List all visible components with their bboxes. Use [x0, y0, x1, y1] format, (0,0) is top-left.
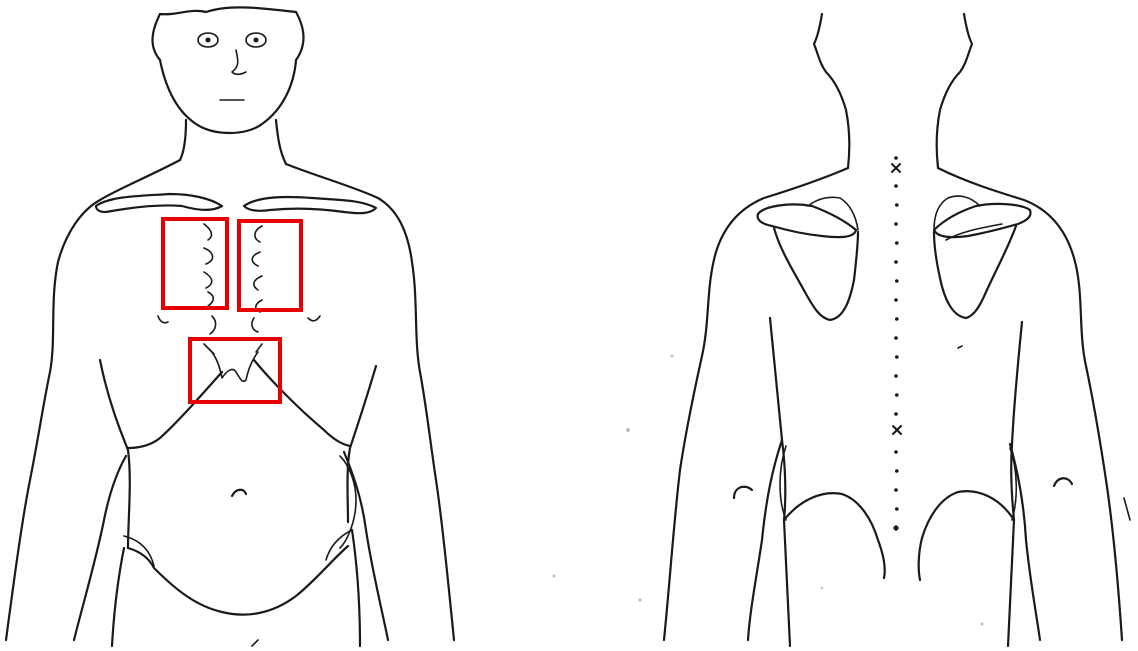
left-pupil	[206, 38, 211, 43]
spine-dot	[895, 393, 899, 397]
spine-dot	[895, 317, 899, 321]
highlight-left-parasternal	[163, 219, 227, 308]
nose	[232, 50, 246, 74]
back-neck-left	[814, 14, 849, 168]
back-right-inner-arm	[1010, 444, 1040, 640]
front-neck-left	[180, 120, 186, 160]
rib-cartilage-right-3	[254, 276, 262, 290]
spine-dot	[893, 525, 898, 530]
back-right-elbow	[1054, 478, 1072, 486]
left-clavicle	[96, 194, 222, 212]
spine-dot	[895, 279, 899, 283]
back-left-inner-arm	[748, 440, 782, 640]
right-pupil	[254, 38, 259, 43]
spine-dot	[895, 507, 899, 511]
spine-dot	[895, 355, 899, 359]
left-costal-margin	[128, 372, 222, 448]
right-nipple	[308, 316, 320, 321]
back-right-leg	[1008, 520, 1014, 646]
spine-dot	[895, 469, 899, 473]
spine-dot	[894, 412, 898, 416]
front-right-leg	[352, 530, 360, 646]
back-left-flank	[770, 318, 785, 520]
front-head-outline	[153, 12, 304, 133]
right-sternal-lower	[256, 344, 262, 352]
spine-dot	[895, 203, 899, 207]
back-view	[664, 14, 1130, 646]
back-right-edge-tick	[1124, 498, 1130, 520]
rib-cartilage-left-1	[204, 224, 211, 240]
back-neck-right	[937, 14, 972, 168]
rib-cartilage-left-4	[208, 292, 213, 306]
spine-dot	[894, 298, 898, 302]
spine-dot	[894, 488, 898, 492]
rib-cartilage-right-2	[252, 252, 260, 266]
rib-cartilage-center-lower	[210, 316, 216, 334]
right-clavicle	[244, 197, 376, 213]
front-view	[6, 7, 454, 646]
spine-dot	[894, 260, 898, 264]
scan-specks	[553, 355, 984, 626]
back-left-elbow	[734, 487, 752, 498]
spine-dot	[894, 450, 898, 454]
spine-cross-mark-upper	[892, 164, 900, 172]
back-left-leg	[784, 520, 790, 646]
front-right-inner-arm	[344, 452, 388, 640]
rib-cartilage-left-3	[204, 272, 212, 288]
spine-dot	[895, 241, 899, 245]
front-neck-right	[276, 120, 286, 164]
rib-cartilage-right-1	[255, 226, 262, 242]
front-crotch-mark	[252, 640, 258, 646]
navel	[232, 490, 246, 496]
spine-dot	[894, 222, 898, 226]
spine-dot	[894, 184, 898, 188]
spine-dot-top	[894, 156, 898, 160]
back-right-hip-curve	[919, 491, 1014, 580]
right-scapula-spine	[934, 204, 1031, 237]
left-nipple	[158, 316, 168, 323]
front-left-hip	[128, 546, 348, 615]
front-right-flank	[348, 366, 377, 522]
spine-dot	[894, 374, 898, 378]
left-scapula-body	[774, 228, 858, 320]
highlight-right-parasternal	[239, 221, 301, 310]
front-right-shoulder	[286, 164, 454, 640]
back-mark-left-mid	[958, 346, 962, 348]
spine-dots	[893, 184, 898, 530]
spine-cross-mark-lower	[893, 426, 901, 434]
rib-cartilage-center-lower-right	[252, 318, 258, 332]
front-left-inner-arm	[74, 456, 126, 640]
front-left-leg	[112, 548, 124, 646]
left-sternal-lower	[204, 344, 214, 354]
rib-cartilage-left-2	[204, 248, 213, 264]
back-left-hip-curve	[784, 493, 885, 578]
left-scapula-spine	[758, 204, 856, 237]
front-hair	[160, 7, 296, 14]
spine-dot	[894, 336, 898, 340]
back-left-shoulder	[664, 168, 848, 640]
